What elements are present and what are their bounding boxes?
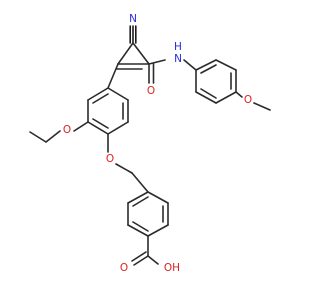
ring-bond [147,224,169,237]
bond [253,102,271,111]
bond [131,172,149,193]
atom-o-ether: O [106,153,114,165]
atom-o-ethoxy: O [63,124,71,136]
bond [117,42,134,65]
atom-n-amide: N [174,53,182,65]
ring-bond [107,87,129,101]
bond [29,131,47,143]
bond [235,91,243,98]
ring-bond [147,191,169,204]
atom-h-amide: H [174,41,182,53]
ring-bond-inner [92,93,109,104]
ring-bond [87,87,109,101]
ring-bond [215,91,237,104]
bond [131,251,147,262]
atom-oh-acid: OH [164,262,180,274]
atom-n-nitrile: N [129,13,137,25]
bond [115,163,133,174]
bond [183,59,197,71]
bond [133,255,149,266]
bond [107,63,119,89]
structure-canvas: N N H O O O O O OH [29,13,271,274]
molecule-structure: N N H O O O O O OH [29,13,271,274]
ring-bond [195,59,217,71]
atom-o-carbonyl: O [120,262,128,274]
bond [148,59,166,65]
ring-bond [107,121,129,135]
atom-o-amide: O [147,85,155,97]
ring-bond [87,121,109,135]
ring-bond-inner [200,88,217,99]
atom-label-layer: N N H O O O O O OH [63,13,252,274]
bond [147,255,159,265]
ring-bond [195,91,217,104]
ring-bond-inner [92,118,109,129]
ring-bond [127,191,149,204]
ring-bond [127,224,149,237]
bond [132,42,150,65]
ring-bond-inner [132,221,149,232]
ring-bond-inner [132,196,149,207]
ring-bond-inner [200,64,217,74]
bond-layer [29,25,271,266]
bond [45,130,61,143]
ring-bond [215,59,237,71]
bond [73,121,89,132]
atom-o-methoxy: O [244,94,252,106]
